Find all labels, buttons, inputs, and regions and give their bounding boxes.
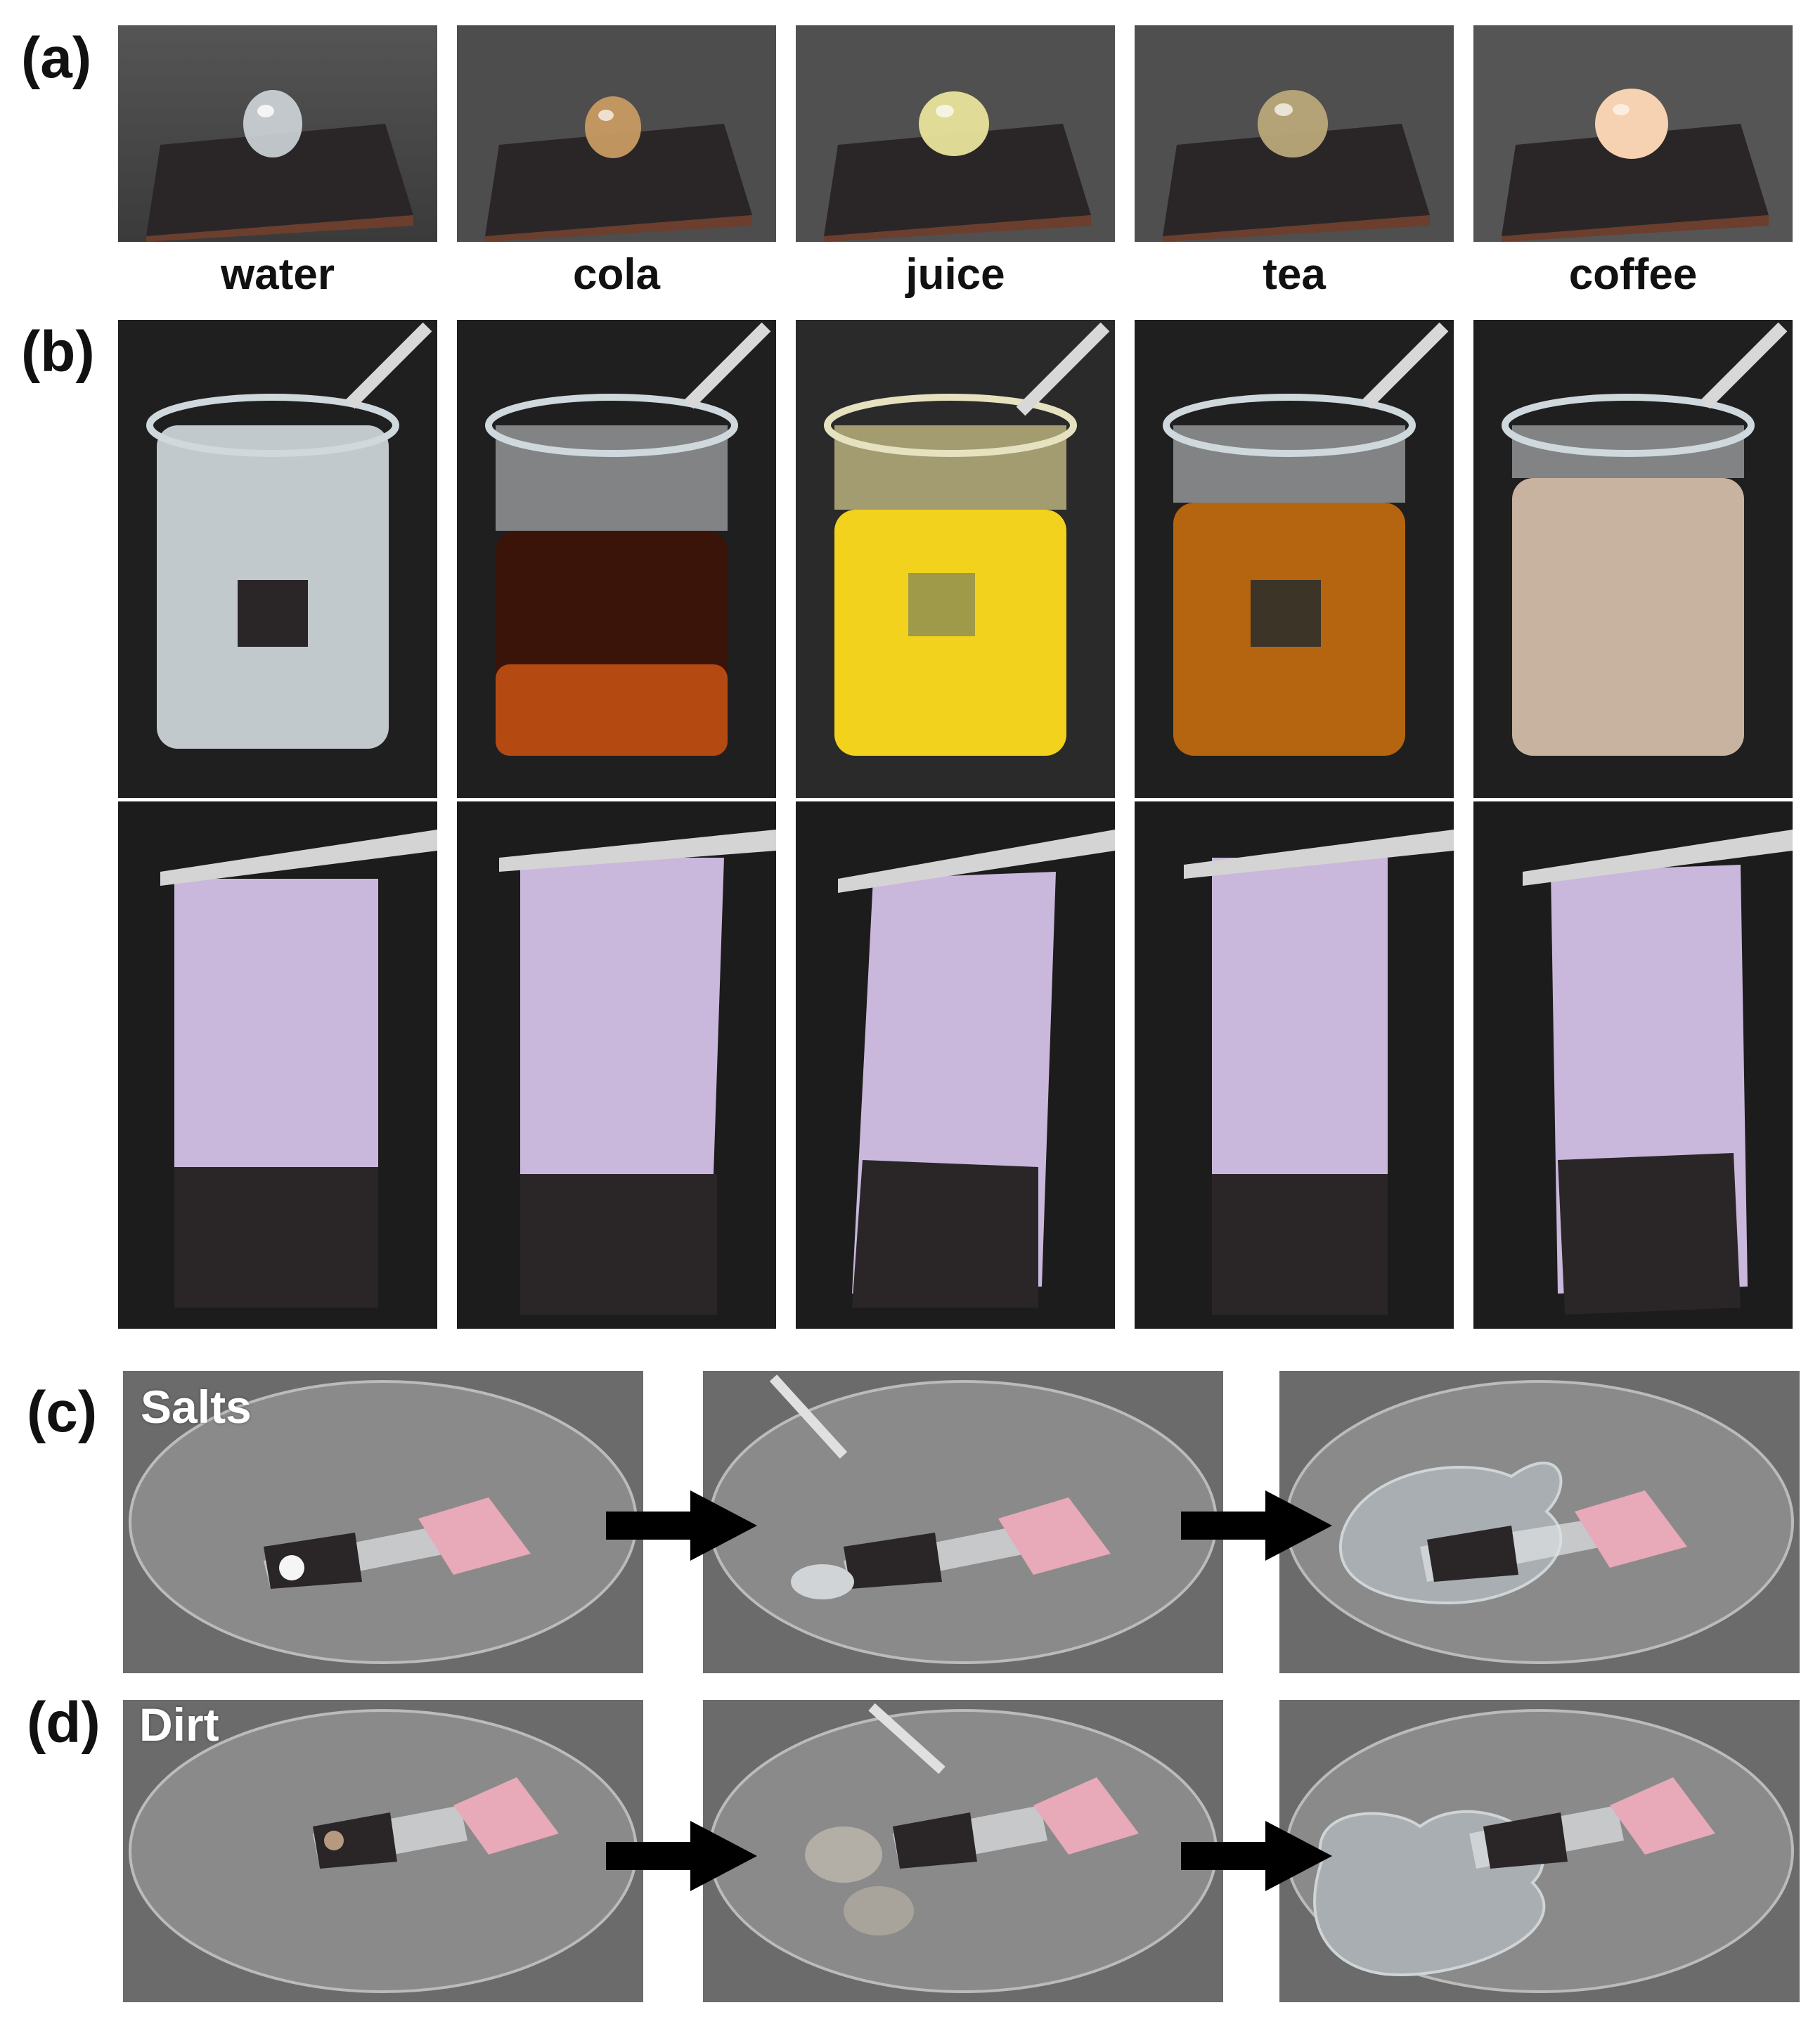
strip-photo-cola bbox=[457, 801, 776, 1329]
strip-photo-coffee bbox=[1473, 801, 1793, 1329]
strip-photo-tea bbox=[1135, 801, 1454, 1329]
panel-label-c: (c) bbox=[27, 1380, 98, 1444]
arrow-right-icon bbox=[606, 1490, 757, 1561]
strip-photo-juice bbox=[796, 801, 1115, 1329]
arrow-right-icon bbox=[1181, 1821, 1332, 1891]
beaker-photo-cola bbox=[457, 320, 776, 798]
panel-label-d: (d) bbox=[27, 1691, 101, 1755]
dirt-photo-3 bbox=[1279, 1700, 1800, 2002]
dirt-photo-2 bbox=[703, 1700, 1223, 2002]
panel-label-b: (b) bbox=[21, 320, 95, 384]
droplet-photo-water bbox=[118, 25, 437, 242]
panel-label-a: (a) bbox=[21, 26, 92, 90]
droplet-photo-tea bbox=[1135, 25, 1454, 242]
dirt-overlay-label: Dirt bbox=[139, 1699, 219, 1751]
dirt-photo-1 bbox=[123, 1700, 643, 2002]
caption-coffee: coffee bbox=[1568, 250, 1698, 299]
droplet-photo-cola bbox=[457, 25, 776, 242]
strip-photo-water bbox=[118, 801, 437, 1329]
salts-photo-1 bbox=[123, 1371, 643, 1673]
salts-photo-3 bbox=[1279, 1371, 1800, 1673]
beaker-photo-water bbox=[118, 320, 437, 798]
beaker-photo-tea bbox=[1135, 320, 1454, 798]
droplet-photo-juice bbox=[796, 25, 1115, 242]
caption-water: water bbox=[221, 250, 335, 299]
droplet-photo-coffee bbox=[1473, 25, 1793, 242]
beaker-photo-juice bbox=[796, 320, 1115, 798]
beaker-photo-coffee bbox=[1473, 320, 1793, 798]
arrow-right-icon bbox=[606, 1821, 757, 1891]
caption-tea: tea bbox=[1263, 250, 1326, 299]
caption-juice: juice bbox=[905, 250, 1005, 299]
salts-photo-2 bbox=[703, 1371, 1223, 1673]
caption-cola: cola bbox=[572, 250, 661, 299]
salts-overlay-label: Salts bbox=[141, 1381, 252, 1433]
arrow-right-icon bbox=[1181, 1490, 1332, 1561]
